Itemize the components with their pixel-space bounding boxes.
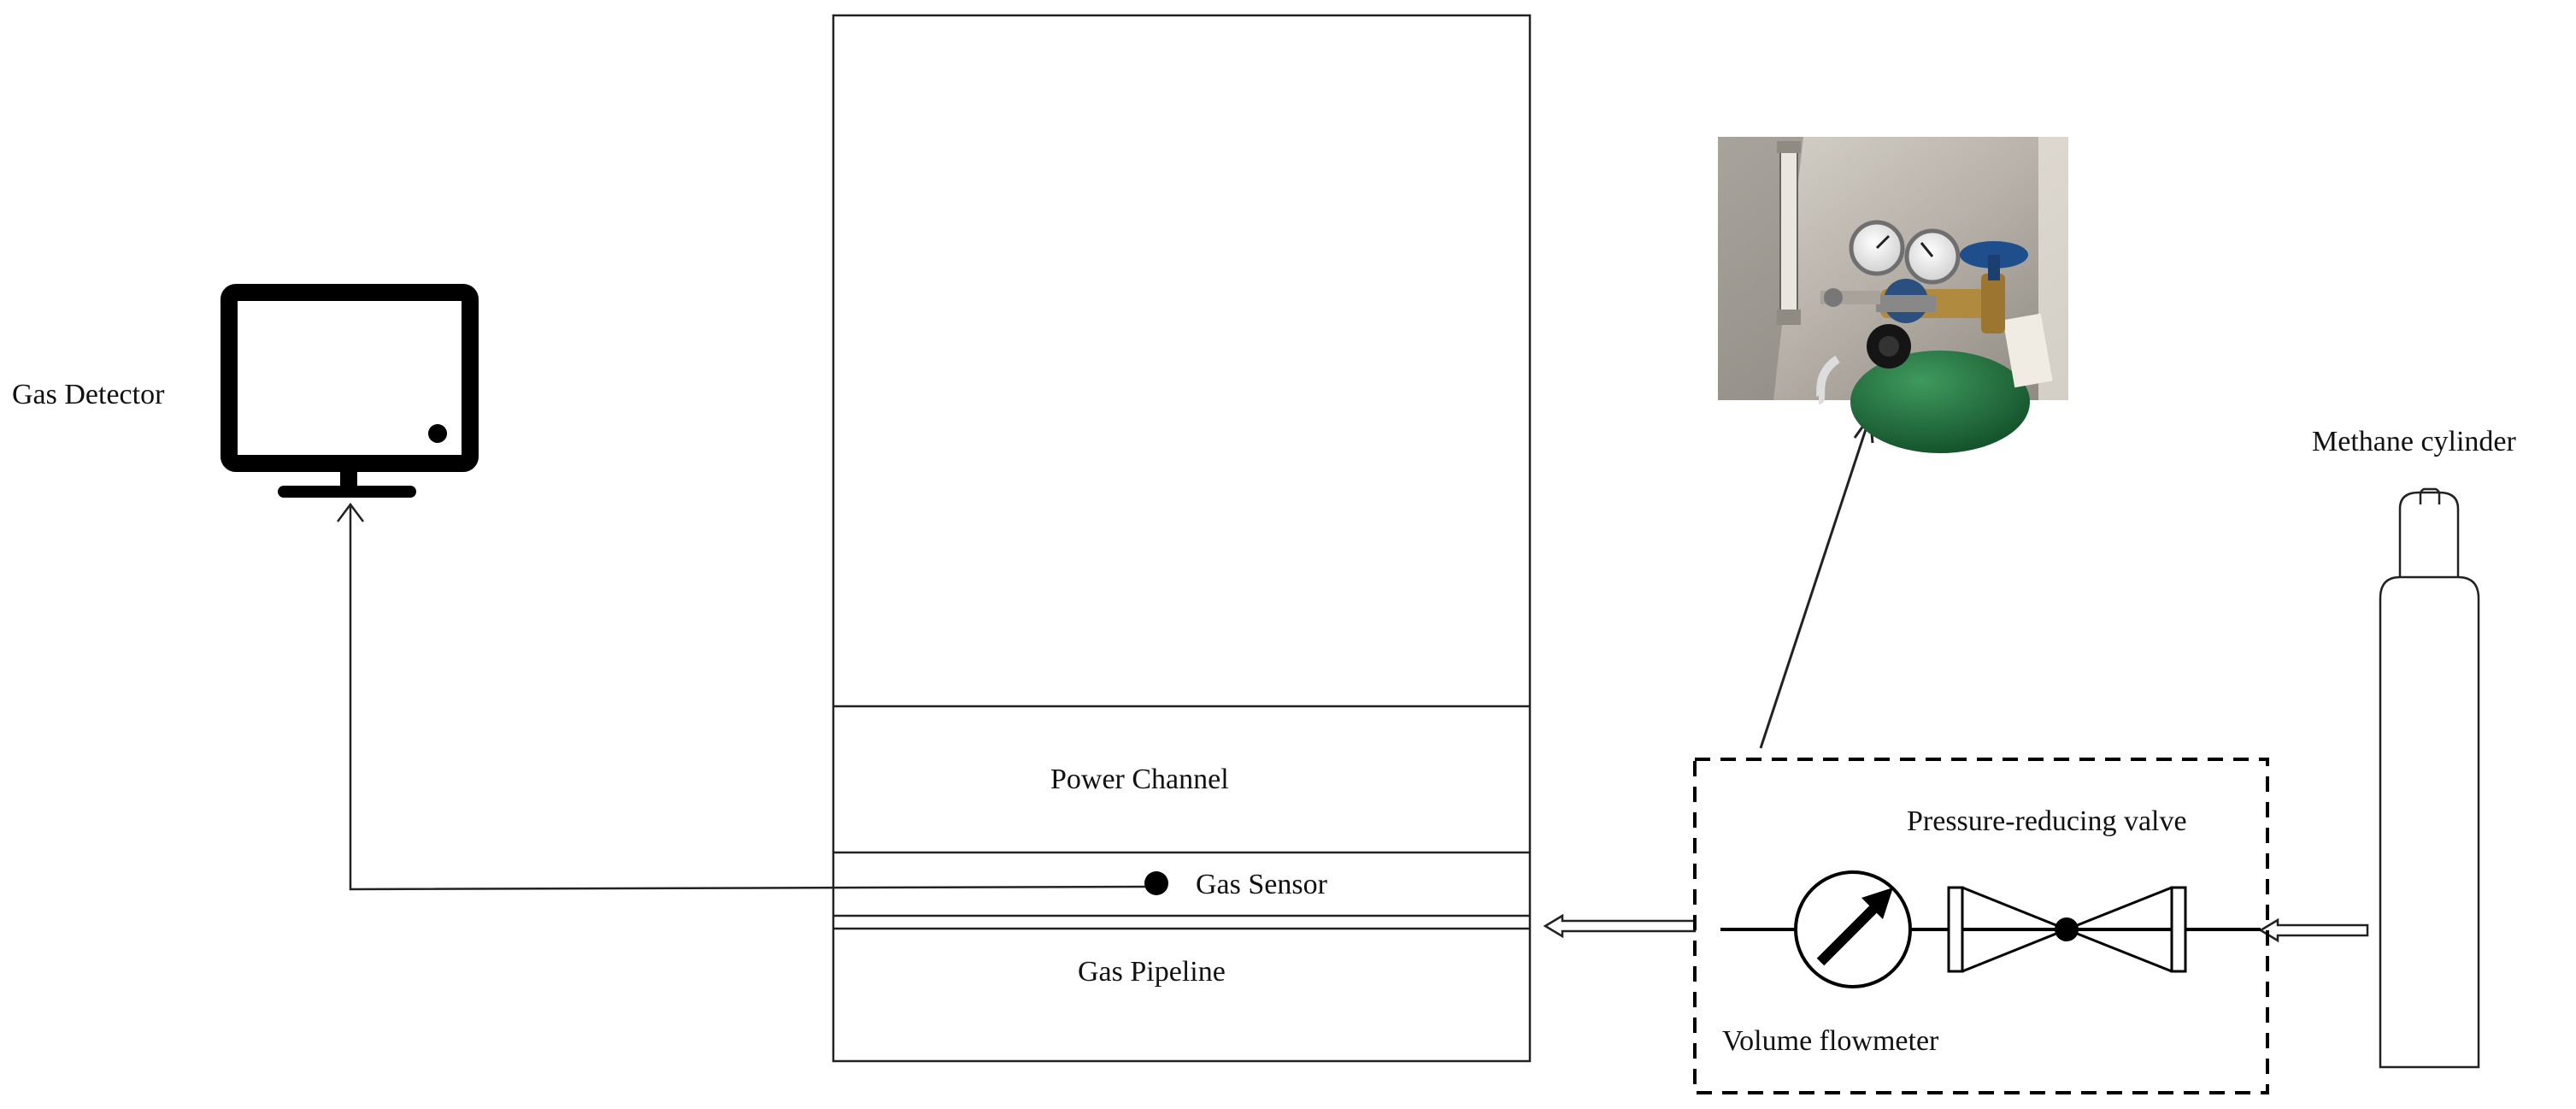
chamber-outline [832, 14, 1532, 1063]
gas-sensor-dot [1144, 871, 1168, 895]
cylinder-body [2379, 575, 2480, 1069]
gas-pipeline-label: Gas Pipeline [1078, 956, 1226, 988]
volume-flowmeter-label: Volume flowmeter [1722, 1025, 1939, 1057]
gas-detector-label: Gas Detector [12, 379, 165, 410]
signal-wire [337, 502, 1146, 891]
flow-control-box [1693, 758, 2269, 1094]
gas-detector: Gas Detector [12, 284, 479, 498]
pressure-reducing-valve-label: Pressure-reducing valve [1907, 805, 2187, 837]
callout-arrow-to-photo [1759, 412, 1874, 749]
monitor-icon [221, 284, 479, 498]
flowmeter-gauge-icon [1794, 870, 1912, 988]
gas-cylinder-icon [2379, 487, 2480, 1069]
regulator-photo [1718, 137, 2068, 453]
flow-arrow-into-chamber [1543, 913, 1697, 939]
pressure-reducing-valve-icon [1947, 886, 2187, 973]
cylinder-neck [2398, 491, 2460, 577]
power-channel-label: Power Channel [1050, 764, 1229, 795]
flow-arrow-from-cylinder [2258, 917, 2369, 943]
gas-sensor-label: Gas Sensor [1196, 869, 1328, 900]
signal-wire-arrowhead [337, 502, 364, 522]
test-chamber [832, 14, 1532, 1063]
methane-cylinder-label: Methane cylinder [2312, 426, 2517, 457]
